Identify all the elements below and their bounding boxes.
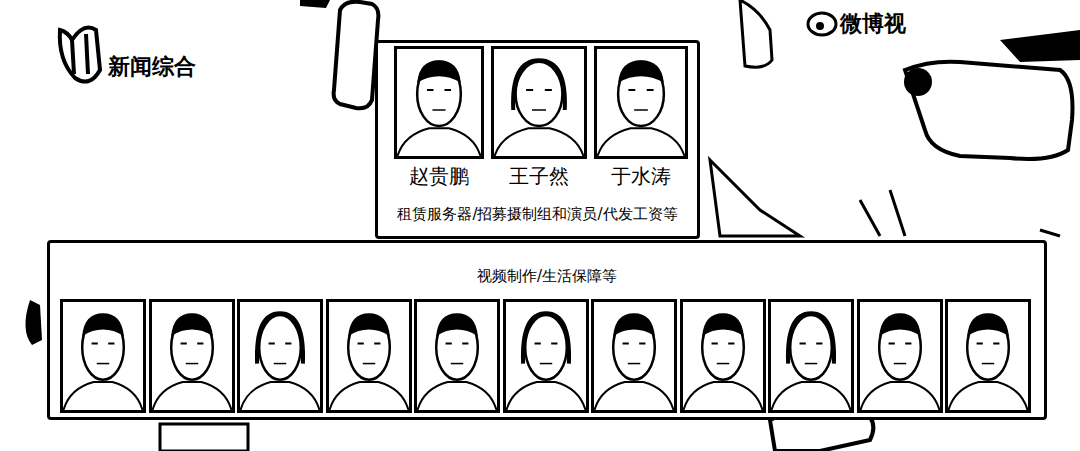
- weibo-logo: [816, 22, 824, 30]
- dark-blob: [300, 0, 330, 8]
- group-panel: 租赁服务器/招募摄制组和演员/代发工资等 赵贵鹏 王子然 于水涛: [375, 40, 700, 239]
- photo-frame: [857, 299, 943, 413]
- phone-shape: [334, 2, 379, 109]
- photo-frame: [591, 299, 677, 413]
- group-panel: 视频制作/生活保障等: [47, 240, 1047, 420]
- portrait-card: 王子然: [491, 46, 587, 196]
- portrait-face: [329, 302, 409, 410]
- person-name: 于水涛: [611, 164, 671, 188]
- portrait-face: [240, 302, 320, 410]
- photo-frame: [414, 299, 500, 413]
- photo-frame: [680, 299, 766, 413]
- station-logo: [72, 34, 88, 74]
- dark-blob: [25, 300, 42, 345]
- photo-frame: [237, 299, 323, 413]
- portrait-face: [152, 302, 232, 410]
- dark-blob: [904, 68, 932, 96]
- portrait-face: [683, 302, 763, 410]
- portrait-face: [860, 302, 940, 410]
- stairs-shape: [710, 160, 800, 236]
- person-name: 赵贵鹏: [409, 164, 469, 188]
- person-name: 王子然: [509, 164, 569, 188]
- portrait-face: [594, 302, 674, 410]
- weibo-logo: [808, 13, 836, 35]
- dark-stroke: [860, 190, 1060, 236]
- portrait-card: 赵贵鹏: [394, 46, 484, 196]
- portrait-face: [63, 302, 143, 410]
- portrait-face: [597, 49, 685, 156]
- portrait-face: [506, 302, 586, 410]
- portrait-face: [494, 49, 584, 156]
- photo-frame: [149, 299, 235, 413]
- dark-blob: [740, 0, 772, 67]
- photo-frame: [503, 299, 589, 413]
- photo-frame: [945, 299, 1031, 413]
- dark-blob: [1000, 30, 1080, 62]
- photo-frame: [594, 46, 688, 159]
- channel-name: 新闻综合: [108, 52, 196, 82]
- portrait-card: 于水涛: [594, 46, 688, 196]
- photo-frame: [491, 46, 587, 159]
- photo-frame: [768, 299, 854, 413]
- device-shape: [905, 62, 1073, 159]
- panel-caption: 视频制作/生活保障等: [477, 267, 617, 285]
- corner-badge: [160, 424, 248, 451]
- photo-frame: [60, 299, 146, 413]
- station-logo: [60, 28, 100, 82]
- portrait-face: [948, 302, 1028, 410]
- portrait-face: [417, 302, 497, 410]
- photo-frame: [326, 299, 412, 413]
- watermark: 微博视: [840, 9, 906, 39]
- panel-caption: 租赁服务器/招募摄制组和演员/代发工资等: [397, 205, 677, 223]
- portrait-face: [397, 49, 481, 156]
- photo-frame: [394, 46, 484, 159]
- portrait-face: [771, 302, 851, 410]
